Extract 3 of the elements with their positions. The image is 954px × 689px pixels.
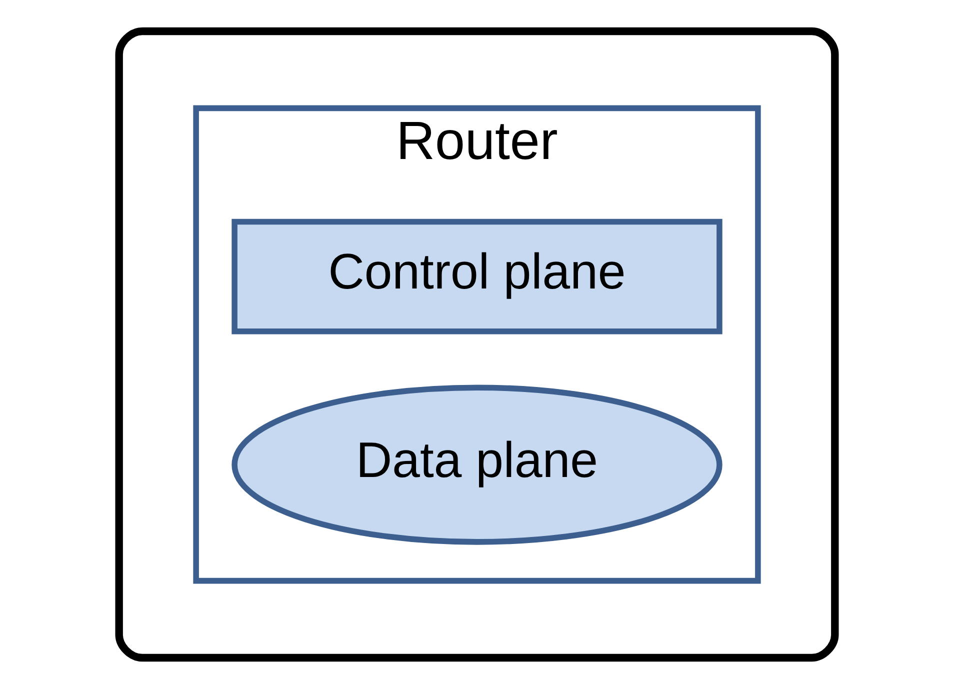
node-box: Control plane bbox=[232, 218, 722, 334]
node-ellipse: Data plane bbox=[232, 384, 722, 545]
cluster bbox=[115, 27, 839, 662]
